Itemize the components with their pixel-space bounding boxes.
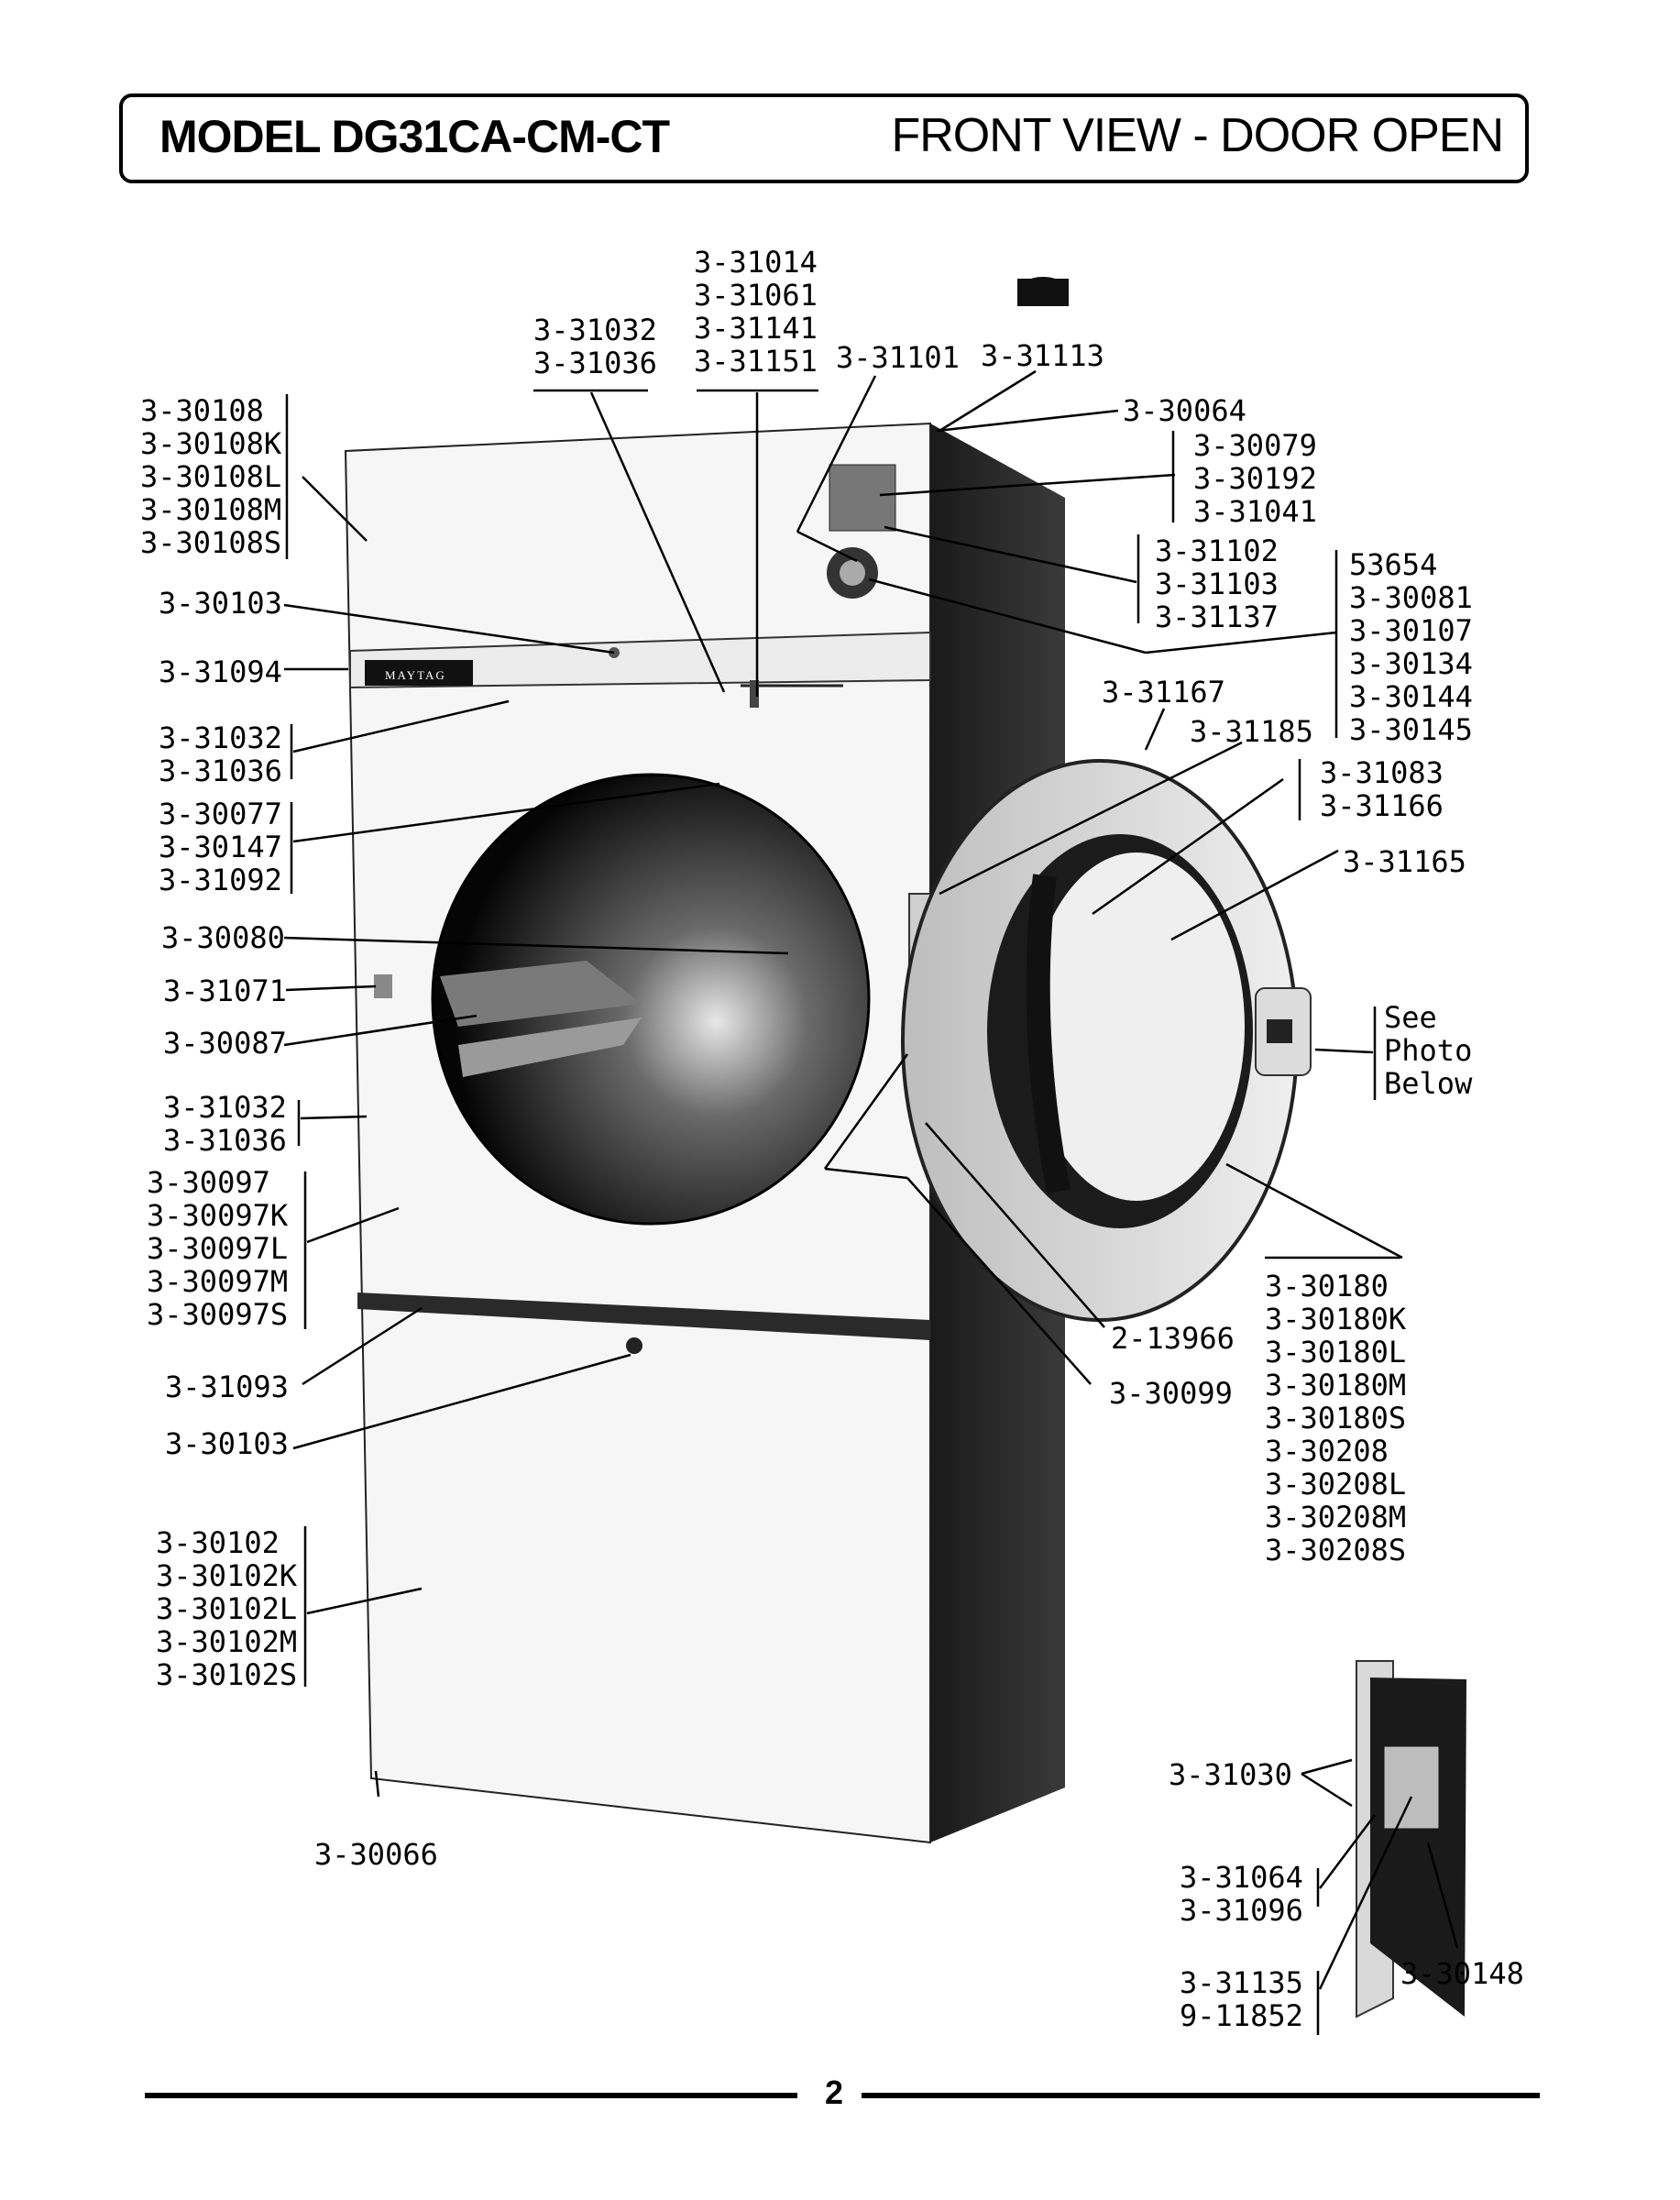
label-door-b: 3-31185 [1190,714,1313,749]
label-hinge: 3-30099 [1109,1376,1233,1411]
label-screw-top: 3-30103 [159,586,282,621]
label-see-photo: See Photo Below [1384,1000,1473,1101]
footer-rule-right [862,2093,1540,2098]
label-latch-screw: 3-31030 [1169,1757,1292,1792]
header-box: MODEL DG31CA-CM-CT FRONT VIEW - DOOR OPE… [119,94,1529,183]
label-kick-strip: 3-31093 [165,1370,289,1404]
label-gasket: 3-31165 [1343,844,1466,879]
leader-lines [283,369,1459,2035]
label-cabinet: 3-30064 [1123,393,1246,428]
label-screw-bottom: 3-30103 [165,1426,289,1461]
door-switch [374,974,392,998]
footer-rule-left [145,2093,797,2098]
label-latch-body: 3-30148 [1400,1956,1524,1991]
model-title: MODEL DG31CA-CM-CT [159,111,670,162]
label-decal: 3-30079 3-30192 3-31041 [1193,428,1317,529]
label-glass: 3-31083 3-31166 [1320,755,1444,823]
label-top-panel: 3-30108 3-30108K 3-30108L 3-30108M 3-301… [140,393,282,560]
label-lint: 3-30087 [163,1026,287,1061]
console-strip [349,631,931,689]
kick-strip [357,1292,930,1340]
view-title: FRONT VIEW - DOOR OPEN [891,109,1504,162]
label-timer-group: 53654 3-30081 3-30107 3-30134 3-30144 3-… [1349,547,1473,747]
label-switch: 3-31071 [163,974,287,1008]
label-latch-b: 3-31135 9-11852 [1180,1965,1303,2033]
label-door-a: 3-31167 [1102,675,1225,710]
lower-screw [626,1337,642,1354]
label-hinge-pin: 2-13966 [1111,1321,1235,1356]
label-base: 3-30066 [314,1837,438,1872]
door-glass [1028,852,1245,1201]
maytag-badge [365,660,473,686]
lint-screen [440,961,642,1027]
label-lower-panel: 3-30102 3-30102K 3-30102L 3-30102M 3-301… [156,1525,298,1692]
page-number: 2 [825,2074,844,2111]
label-knob-group: 3-31102 3-31103 3-31137 [1155,534,1279,634]
label-top-a: 3-31014 3-31061 3-31141 3-31151 [694,245,818,379]
control-decal [829,464,896,532]
drum-opening [431,773,871,1226]
label-door-assy: 3-30180 3-30180K 3-30180L 3-30180M 3-301… [1265,1269,1407,1568]
label-baffle: 3-30080 [161,920,285,955]
label-top-c: 3-31101 [836,340,960,375]
label-drum-group: 3-30077 3-30147 3-31092 [159,797,282,897]
label-front-panel: 3-30097 3-30097K 3-30097L 3-30097M 3-300… [147,1165,289,1332]
label-top-b: 3-31032 3-31036 [533,313,657,380]
label-latch-a: 3-31064 3-31096 [1180,1860,1303,1928]
label-console: 3-31094 [159,654,282,689]
label-top-d: 3-31113 [981,338,1104,373]
label-hinge-lower: 3-31032 3-31036 [163,1090,287,1158]
label-hinge-upper: 3-31032 3-31036 [159,720,282,788]
maytag-badge-text: MAYTAG [385,668,446,682]
